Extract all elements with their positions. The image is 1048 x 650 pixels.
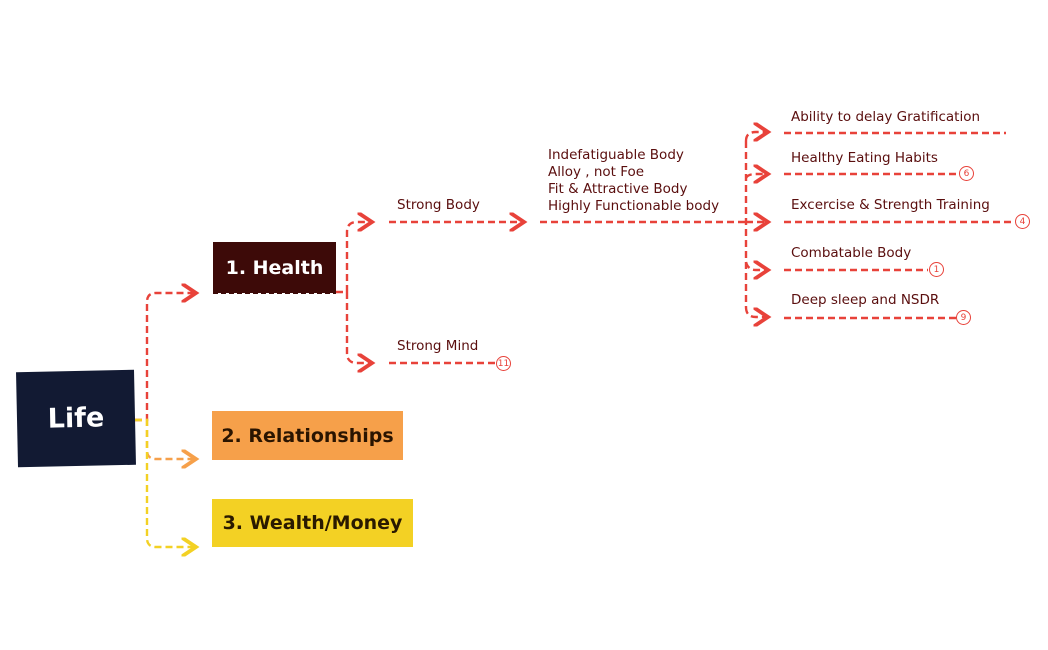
edge-habits-trunk — [744, 132, 768, 141]
combatable-count-badge[interactable]: 1 — [929, 262, 944, 277]
branch-wealth-label: 3. Wealth/Money — [222, 512, 403, 534]
root-node-life[interactable]: Life — [16, 369, 136, 468]
node-habit-healthy-eating[interactable]: Healthy Eating Habits — [791, 150, 938, 166]
branch-relationships-label: 2. Relationships — [221, 424, 394, 447]
body-goal-item: Highly Functionable body — [548, 198, 720, 214]
branch-relationships[interactable]: 2. Relationships — [212, 411, 403, 460]
edge-health-strong-body — [336, 222, 372, 294]
healthy-eating-count-badge[interactable]: 6 — [959, 166, 974, 181]
node-habit-combatable[interactable]: Combatable Body — [791, 245, 912, 261]
node-habit-exercise[interactable]: Excercise & Strength Training — [791, 197, 990, 213]
node-body-goals[interactable]: Indefatiguable Body Alloy , not Foe Fit … — [548, 147, 719, 215]
node-habit-delay-gratification[interactable]: Ability to delay Gratification — [791, 109, 981, 125]
body-goal-item: Fit & Attractive Body — [548, 181, 688, 197]
edge-life-health — [135, 293, 196, 422]
branch-wealth[interactable]: 3. Wealth/Money — [212, 499, 413, 547]
edge-life-wealth — [135, 418, 196, 547]
node-strong-mind[interactable]: Strong Mind — [397, 338, 479, 354]
deep-sleep-count-badge[interactable]: 9 — [956, 310, 971, 325]
body-goal-item: Alloy , not Foe — [548, 164, 645, 180]
node-habit-deep-sleep[interactable]: Deep sleep and NSDR — [791, 292, 940, 308]
exercise-count-badge[interactable]: 4 — [1015, 214, 1030, 229]
edge-health-strong-mind — [345, 292, 372, 363]
node-strong-body[interactable]: Strong Body — [397, 197, 480, 213]
branch-health[interactable]: 1. Health — [213, 242, 336, 293]
strong-mind-count-badge[interactable]: 11 — [496, 356, 511, 371]
body-goal-item: Indefatiguable Body — [548, 147, 684, 163]
edge-life-relationships — [135, 418, 196, 459]
root-label: Life — [47, 402, 105, 435]
branch-health-label: 1. Health — [225, 256, 324, 279]
